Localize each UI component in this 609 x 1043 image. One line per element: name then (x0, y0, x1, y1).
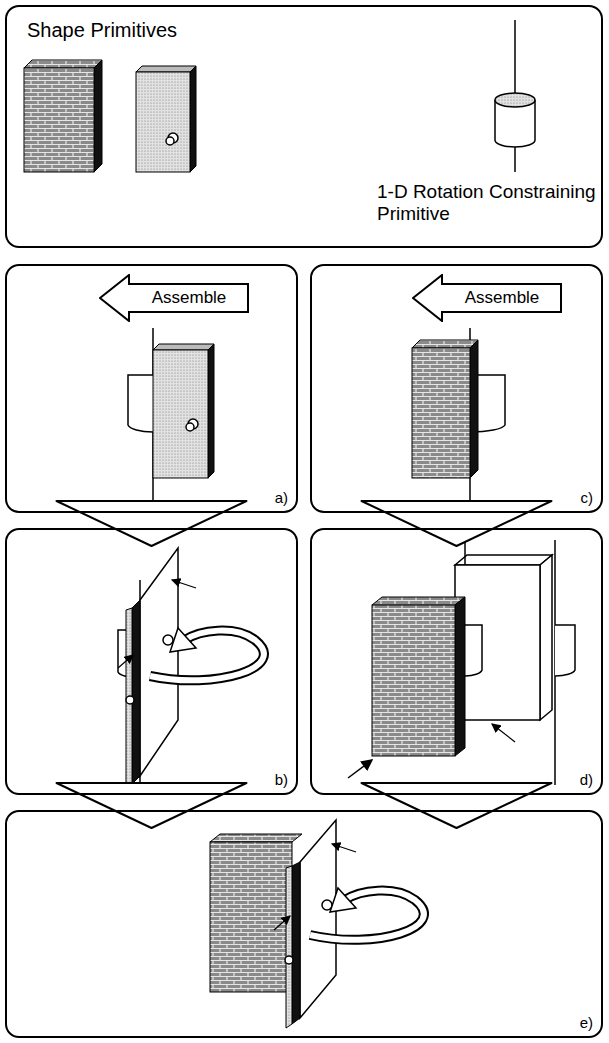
primitive-label: 1-D Rotation Constraining Primitive (377, 181, 599, 225)
flow-chevron (362, 783, 552, 828)
brick-on-hinge (412, 328, 505, 505)
panel: d) (310, 528, 603, 795)
panel-letter: c) (581, 489, 594, 506)
panel-letter: d) (580, 771, 593, 788)
panel-letter: a) (275, 489, 288, 506)
panel: a) Assemble (5, 264, 298, 513)
panel: e) (5, 810, 603, 1038)
arrow-label: Assemble (152, 288, 227, 308)
flow-chevron (57, 783, 247, 828)
door-on-hinge (128, 328, 214, 505)
assemble-arrow: Assemble (99, 274, 249, 322)
rotation-constraint (495, 20, 535, 172)
flow-chevron (57, 501, 247, 546)
rotating-door (118, 548, 264, 786)
assembled-door (210, 820, 424, 1028)
panel-letter: e) (580, 1014, 593, 1031)
section-heading: Shape Primitives (27, 19, 177, 42)
panel-letter: b) (275, 771, 288, 788)
flow-chevron (362, 501, 552, 546)
panel: Shape Primitives 1-D Rotation Constrainin… (5, 5, 603, 248)
door-panel (136, 66, 196, 172)
assemble-arrow: Assemble (412, 274, 562, 322)
arrow-label: Assemble (465, 288, 540, 308)
panel: b) (5, 528, 298, 795)
brick-box (24, 60, 102, 172)
brick-with-ghost (348, 540, 575, 785)
panel: c) Assemble (310, 264, 603, 513)
